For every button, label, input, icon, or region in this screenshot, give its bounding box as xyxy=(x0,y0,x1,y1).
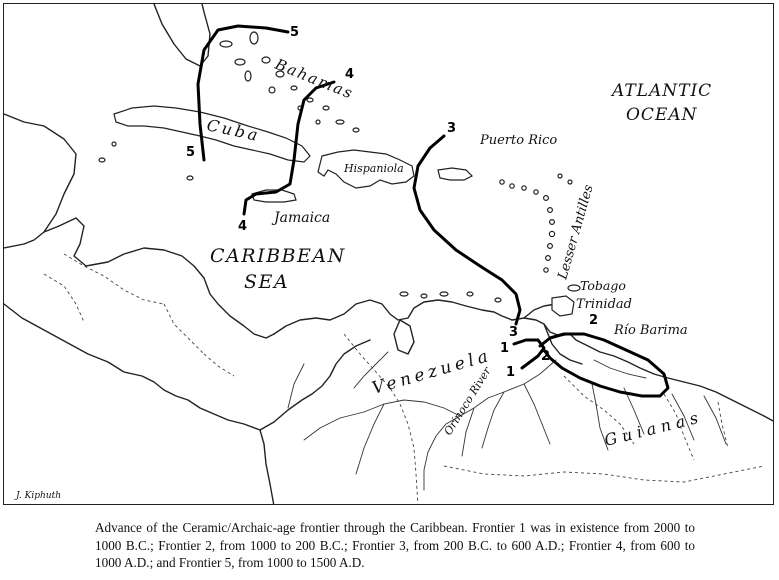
colombia-pacific-coast xyxy=(259,429,275,504)
caribbean-sea-label-line2: SEA xyxy=(244,271,289,293)
trinidad-island xyxy=(551,295,575,317)
atlantic-ocean-label-line2: OCEAN xyxy=(626,105,698,125)
cuba-small-islands xyxy=(98,141,194,181)
frontier-2-label-north: 2 xyxy=(589,313,598,328)
venezuela-offshore-islands xyxy=(399,291,502,303)
frontier-3-line xyxy=(412,134,522,326)
frontier-1-label-north: 1 xyxy=(500,341,509,356)
puerto-rico-label: Puerto Rico xyxy=(479,133,557,148)
frontier-2-line xyxy=(538,332,670,398)
bahamas-islands xyxy=(219,31,360,133)
frontier-3-label-south: 3 xyxy=(509,325,518,340)
frontier-1-line xyxy=(512,338,546,370)
frontier-number-labels: 5 5 4 4 3 3 2 2 1 1 xyxy=(186,25,598,380)
frontier-5-label-south: 5 xyxy=(186,145,195,160)
maracaibo-lake xyxy=(393,319,415,355)
trinidad-label: Trinidad xyxy=(576,297,632,312)
frontier-4-label-north: 4 xyxy=(345,67,354,82)
guianas-label: Guianas xyxy=(602,407,704,450)
rio-barima-label: Río Barima xyxy=(613,323,688,338)
country-borders xyxy=(43,253,765,504)
frontier-lines xyxy=(196,24,670,398)
mexico-coast xyxy=(4,113,77,249)
lesser-antilles-label: Lesser Antilles xyxy=(555,183,597,282)
figure-caption: Advance of the Ceramic/Archaic-age front… xyxy=(95,520,695,570)
colombia-north-coast xyxy=(273,299,513,335)
frontier-4-label-south: 4 xyxy=(238,219,247,234)
orinoco-river-line xyxy=(423,359,557,491)
frontier-5-line xyxy=(196,24,290,162)
hispaniola-label: Hispaniola xyxy=(343,162,404,175)
frontier-2-label-south: 2 xyxy=(541,349,550,364)
caribbean-map: 5 5 4 4 3 3 2 2 1 1 ATLANTIC OCEAN CARIB… xyxy=(4,4,773,504)
tobago-island xyxy=(567,284,581,292)
frontier-4-line xyxy=(242,80,336,216)
frontier-5-label-north: 5 xyxy=(290,25,299,40)
yucatan-coast xyxy=(43,217,275,339)
central-america-pacific-coast xyxy=(4,303,261,431)
atlantic-ocean-label-line1: ATLANTIC xyxy=(610,81,712,101)
bahamas-label: Bahamas xyxy=(272,55,357,103)
hispaniola-island xyxy=(317,149,415,189)
rivers xyxy=(287,351,727,491)
artist-signature: J. Kiphuth xyxy=(14,491,61,501)
jamaica-label: Jamaica xyxy=(271,210,330,226)
cuba-island xyxy=(113,105,311,163)
puerto-rico-island xyxy=(437,167,474,181)
frontier-3-label-north: 3 xyxy=(447,121,456,136)
venezuela-coast xyxy=(511,317,773,422)
tobago-label: Tobago xyxy=(580,278,626,293)
caribbean-sea-label-line1: CARIBBEAN xyxy=(210,245,346,267)
panama-coast xyxy=(259,339,371,431)
lesser-antilles-islands xyxy=(499,173,573,273)
frontier-1-label-south: 1 xyxy=(506,365,515,380)
map-frame: 5 5 4 4 3 3 2 2 1 1 ATLANTIC OCEAN CARIB… xyxy=(3,3,774,505)
